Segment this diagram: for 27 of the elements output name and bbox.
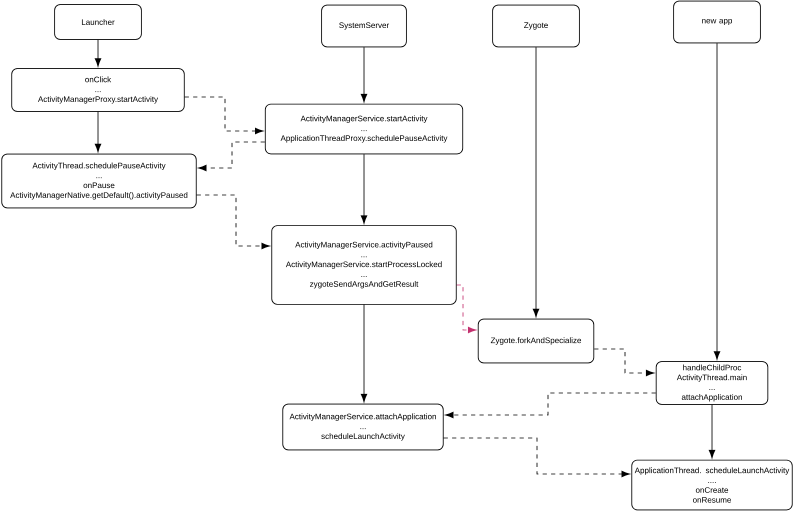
- process-box: ApplicationThread. scheduleLaunchActivity .... onCreate onResume: [631, 460, 793, 510]
- arrow: [198, 142, 266, 172]
- arrow: [708, 404, 716, 458]
- process-box: new app: [673, 0, 761, 44]
- arrow: [94, 39, 102, 67]
- process-box: Launcher: [54, 4, 142, 40]
- arrow: [360, 154, 368, 224]
- process-box: SystemServer: [321, 4, 407, 48]
- process-box: ActivityThread.schedulePauseActivity ... onPause ActivityManagerNative.getDefault().activityPaused: [1, 154, 197, 208]
- arrow: [443, 438, 630, 478]
- arrow: [360, 304, 368, 402]
- process-box: handleChildProc ActivityThread.main ... attachApplication: [656, 361, 768, 405]
- arrow: [594, 348, 654, 376]
- process-box: Zygote.forkAndSpecialize: [478, 318, 594, 364]
- arrow: [196, 194, 270, 250]
- arrow: [94, 111, 102, 152]
- arrow: [360, 46, 368, 102]
- arrow: [456, 284, 476, 334]
- arrow: [184, 96, 264, 134]
- process-box: ActivityManagerService.startActivity ... ApplicationThreadProxy.schedulePauseActivity: [264, 104, 464, 154]
- arrow: [445, 392, 656, 418]
- process-box: ActivityManagerService.activityPaused ... ActivityManagerService.startProcessLocked ... zygoteSendArgsAndGetResult: [271, 225, 457, 305]
- process-box: onClick ... ActivityManagerProxy.startActivity: [11, 68, 185, 112]
- arrow: [714, 42, 720, 360]
- process-box: ActivityManagerService.attachApplication ... scheduleLaunchActivity: [282, 404, 444, 450]
- arrow: [532, 46, 540, 318]
- process-box: Zygote: [492, 4, 580, 48]
